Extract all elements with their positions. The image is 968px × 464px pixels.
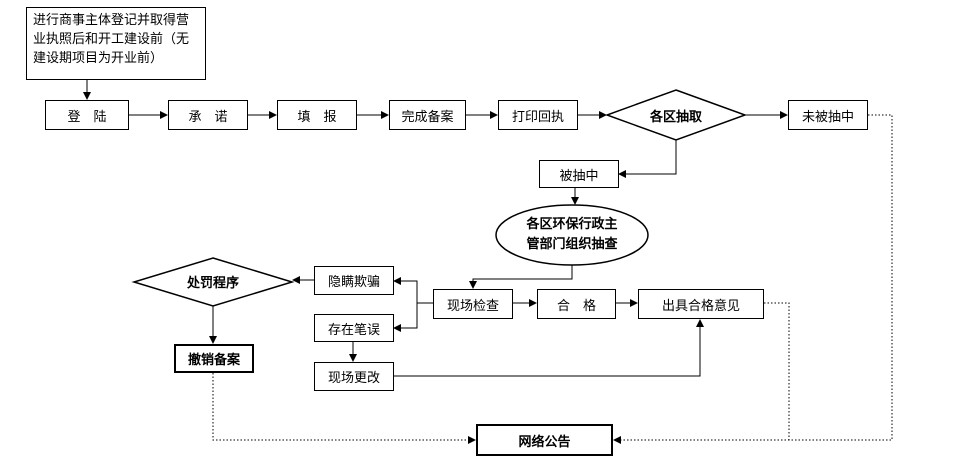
step-errors: 存在笔误 [314, 314, 394, 342]
step-print: 打印回执 [498, 100, 578, 130]
arrow-check-to-concealment [393, 277, 433, 304]
step-sampled: 被抽中 [539, 160, 619, 188]
step-pass: 合 格 [537, 289, 616, 319]
district-sampling-label: 各区抽取 [649, 109, 702, 125]
dotted-not-sampled-to-notice [613, 114, 893, 444]
arrow-check-to-errors [393, 303, 418, 332]
step-qualified-opinion: 出具合格意见 [638, 289, 764, 319]
step-promise: 承 诺 [168, 100, 248, 130]
step-onsite-correction: 现场更改 [314, 362, 394, 391]
step-not-sampled: 未被抽中 [788, 100, 868, 130]
arrow-oval-to-onsite-check [469, 265, 573, 289]
step-login: 登 陆 [45, 100, 129, 130]
inspection-dept-line-1: 各区环保行政主 [526, 217, 618, 232]
step-online-notice: 网络公告 [476, 424, 613, 456]
note-line-3: 建设期项目为开业前） [33, 51, 164, 66]
dotted-opinion-to-notice [764, 302, 790, 440]
inspection-dept-label: 各区环保行政主 管部门组织抽查 [496, 205, 648, 265]
arrow-diamond-to-sampled [618, 140, 677, 178]
inspection-dept-line-2: 管部门组织抽查 [526, 237, 618, 252]
precondition-note: 进行商事主体登记并取得营 业执照后和开工建设前（无 建设期项目为开业前） [26, 7, 206, 80]
step-fill: 填 报 [277, 100, 357, 130]
step-revoke: 撤销备案 [174, 344, 254, 373]
step-onsite-check: 现场检查 [433, 289, 513, 319]
note-line-1: 进行商事主体登记并取得营 [33, 13, 190, 28]
dotted-revoke-to-notice [212, 373, 476, 444]
arrow-correction-to-opinion [394, 319, 704, 377]
note-line-2: 业执照后和开工建设前（无 [33, 32, 190, 47]
step-complete: 完成备案 [389, 100, 466, 130]
penalty-label: 处罚程序 [186, 275, 239, 291]
step-concealment: 隐瞒欺骗 [314, 266, 394, 295]
